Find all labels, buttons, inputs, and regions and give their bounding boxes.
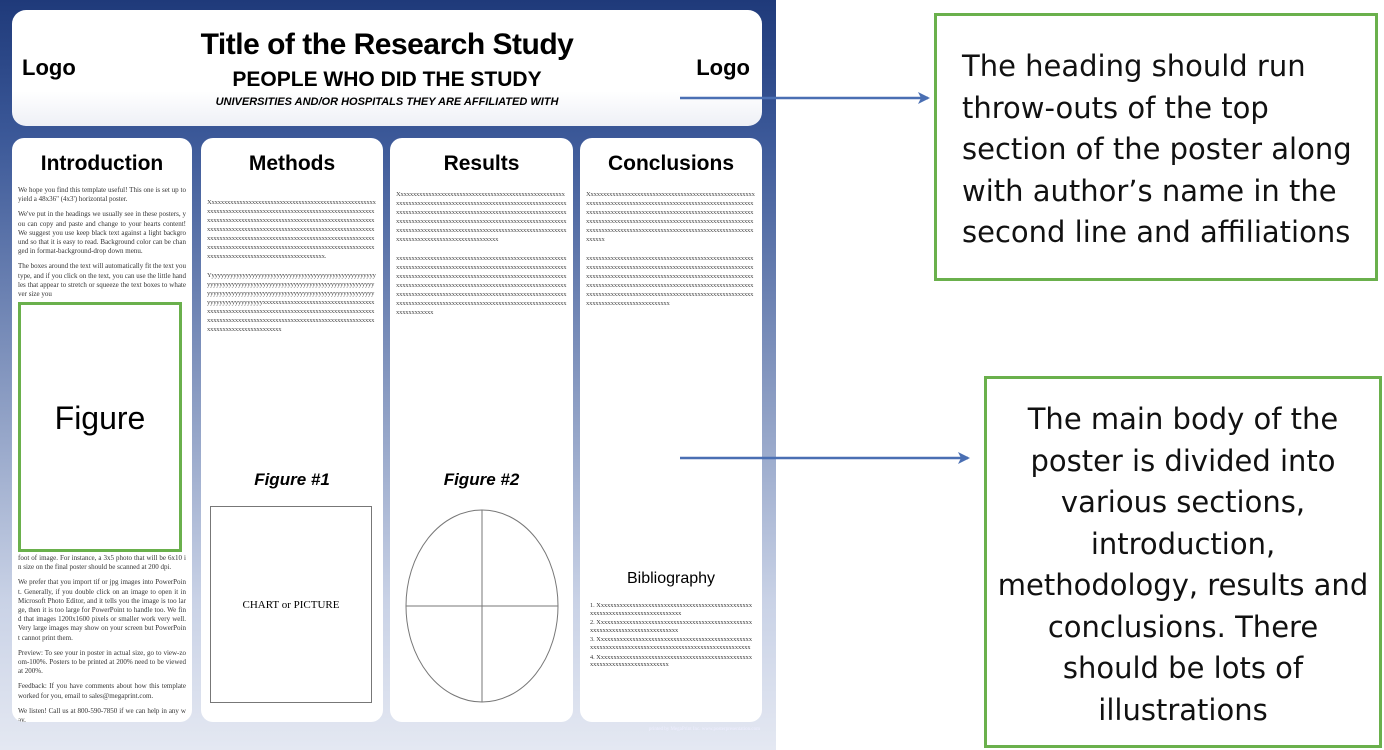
heading-callout-text: The heading should run throw-outs of the… [962,49,1352,249]
intro-paragraph: Preview: To see your in poster in actual… [18,648,186,676]
intro-paragraph: We prefer that you import tif or jpg ima… [18,578,186,642]
printer-credit: printed by MegaPrint Inc. www.posterpres… [648,727,760,732]
intro-paragraph: We hope you find this template useful! T… [18,186,186,204]
intro-paragraph: foot of image. For instance, a 3x5 photo… [18,554,186,572]
methods-section: Methods Xxxxxxxxxxxxxxxxxxxxxxxxxxxxxxxx… [201,138,383,722]
introduction-heading: Introduction [40,152,164,175]
figure-placeholder: Figure [18,302,182,552]
introduction-text: We hope you find this template useful! T… [18,186,186,299]
methods-text-x: Xxxxxxxxxxxxxxxxxxxxxxxxxxxxxxxxxxxxxxxx… [207,199,376,260]
research-poster: Logo Title of the Research Study PEOPLE … [0,0,776,750]
intro-paragraph: Feedback: If you have comments about how… [18,682,186,700]
poster-header: Logo Title of the Research Study PEOPLE … [12,10,762,126]
chart-placeholder: CHART or PICTURE [210,506,372,703]
bibliography-entry: 3. Xxxxxxxxxxxxxxxxxxxxxxxxxxxxxxxxxxxxx… [590,636,752,651]
bibliography-entry: 1. Xxxxxxxxxxxxxxxxxxxxxxxxxxxxxxxxxxxxx… [590,602,752,617]
methods-heading: Methods [248,152,336,175]
conclusions-section: Conclusions Xxxxxxxxxxxxxxxxxxxxxxxxxxxx… [580,138,762,722]
conclusions-heading: Conclusions [607,152,734,175]
bibliography-list: 1. Xxxxxxxxxxxxxxxxxxxxxxxxxxxxxxxxxxxxx… [590,602,754,671]
results-text-b: xxxxxxxxxxxxxxxxxxxxxxxxxxxxxxxxxxxxxxxx… [396,255,567,316]
figure-placeholder-label: Figure [54,400,146,436]
figure-1-caption: Figure #1 [254,470,330,489]
results-section: Results Xxxxxxxxxxxxxxxxxxxxxxxxxxxxxxxx… [390,138,573,722]
chart-placeholder-label: CHART or PICTURE [242,599,340,611]
intro-paragraph: The boxes around the text will automatic… [18,262,186,299]
results-heading: Results [443,152,520,175]
intro-paragraph: We listen! Call us at 800-590-7850 if we… [18,706,186,722]
body-callout: The main body of the poster is divided i… [984,376,1382,748]
bibliography-entry: 4. Xxxxxxxxxxxxxxxxxxxxxxxxxxxxxxxxxxxxx… [590,653,752,669]
pie-chart-placeholder [405,509,559,703]
logo-left: Logo [22,55,76,80]
poster-title: Title of the Research Study [200,28,574,61]
intro-paragraph: We've put in the headings we usually see… [18,210,186,256]
poster-affiliations: UNIVERSITIES AND/OR HOSPITALS THEY ARE A… [215,96,559,108]
bibliography-entry: 2. Xxxxxxxxxxxxxxxxxxxxxxxxxxxxxxxxxxxxx… [590,619,752,634]
body-callout-text: The main body of the poster is divided i… [997,402,1369,727]
conclusions-text-a: Xxxxxxxxxxxxxxxxxxxxxxxxxxxxxxxxxxxxxxxx… [586,191,755,243]
figure-2-caption: Figure #2 [443,470,520,489]
introduction-text-bottom: foot of image. For instance, a 3x5 photo… [18,554,186,722]
results-text-a: Xxxxxxxxxxxxxxxxxxxxxxxxxxxxxxxxxxxxxxxx… [396,191,567,243]
bibliography-title: Bibliography [626,570,716,587]
logo-right: Logo [696,55,750,80]
heading-callout: The heading should run throw-outs of the… [934,13,1378,281]
methods-text-y: Yyyyyyyyyyyyyyyyyyyyyyyyyyyyyyyyyyyyyyyy… [207,272,376,333]
poster-authors: PEOPLE WHO DID THE STUDY [232,68,542,91]
conclusions-text-b: xxxxxxxxxxxxxxxxxxxxxxxxxxxxxxxxxxxxxxxx… [586,255,754,307]
